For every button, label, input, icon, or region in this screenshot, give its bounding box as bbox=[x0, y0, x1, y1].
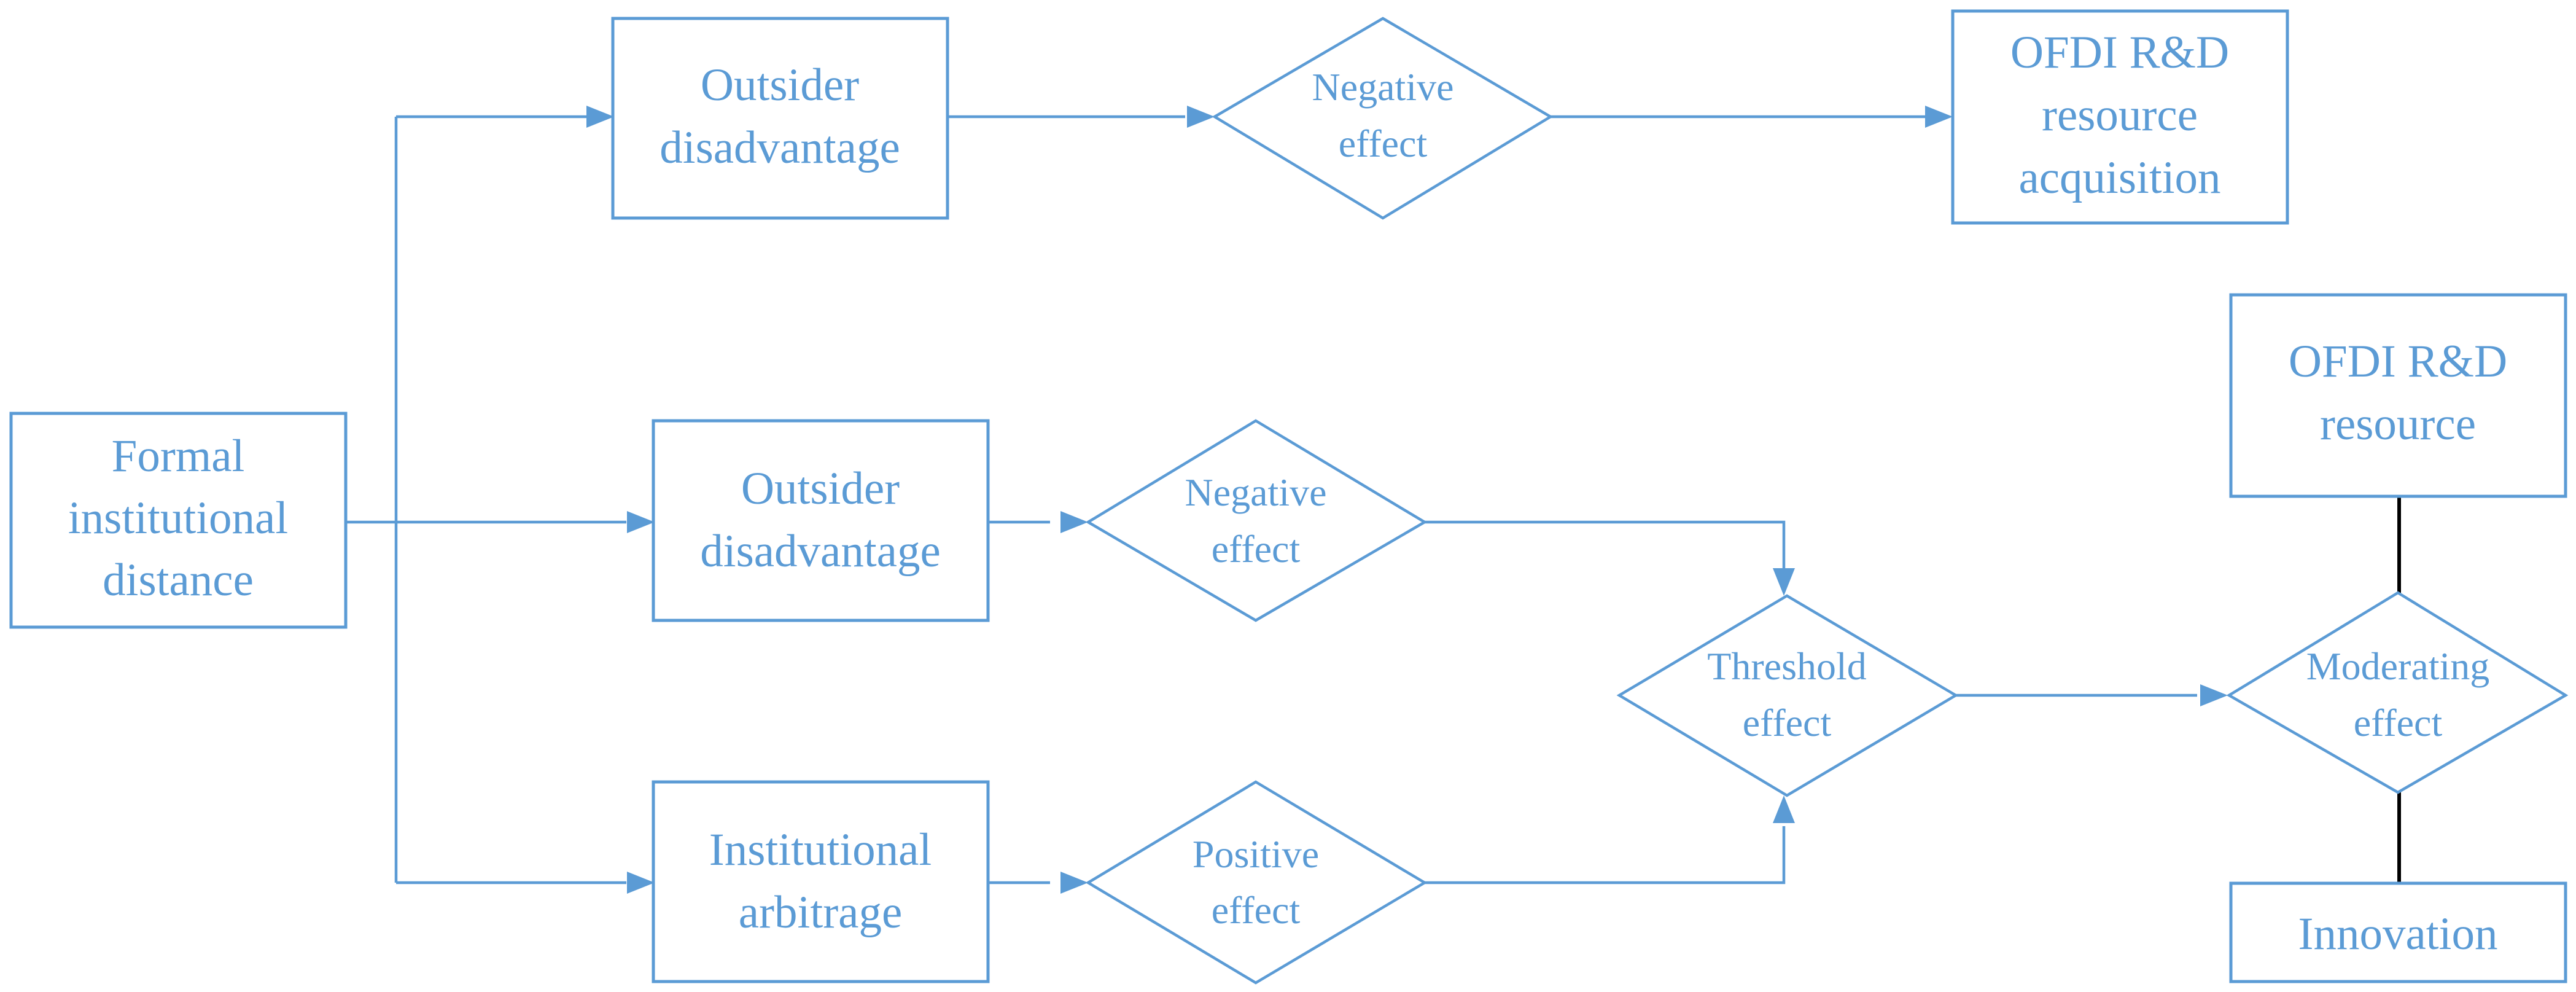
node-label: disadvantage bbox=[660, 122, 900, 173]
connectors bbox=[347, 115, 2401, 885]
arrowheads bbox=[586, 106, 2228, 894]
arrowhead-negative-top bbox=[1187, 106, 1215, 128]
node-label: Formal bbox=[112, 431, 245, 482]
edge-positive-to-threshold bbox=[1425, 826, 1786, 885]
node-institutional-arbitrage: Institutional arbitrage bbox=[652, 780, 990, 983]
arrowhead-outsider-mid bbox=[627, 511, 655, 533]
node-label: OFDI R&D bbox=[2289, 336, 2507, 387]
node-label: OFDI R&D bbox=[2010, 27, 2229, 78]
node-outsider-disadvantage-mid: Outsider disadvantage bbox=[652, 419, 990, 622]
arrowhead-moderating bbox=[2200, 684, 2228, 706]
node-label: Institutional bbox=[709, 824, 932, 875]
node-negative-effect-top: Negative effect bbox=[1212, 17, 1554, 220]
arrowhead-outsider-top bbox=[586, 106, 614, 128]
node-label: acquisition bbox=[2018, 152, 2220, 203]
node-label: Threshold bbox=[1707, 644, 1867, 688]
node-label: disadvantage bbox=[700, 526, 941, 577]
node-outsider-disadvantage-top: Outsider disadvantage bbox=[611, 17, 949, 220]
node-label: Negative bbox=[1185, 471, 1327, 514]
node-label: effect bbox=[1339, 122, 1428, 165]
node-formal-institutional-distance: Formal institutional distance bbox=[9, 412, 348, 629]
arrowhead-positive bbox=[1060, 872, 1088, 894]
node-label: distance bbox=[103, 555, 254, 606]
node-label: Positive bbox=[1193, 832, 1319, 876]
node-label: effect bbox=[2354, 701, 2443, 744]
node-label: Innovation bbox=[2298, 908, 2498, 959]
arrowhead-acquisition bbox=[1925, 106, 1953, 128]
node-label: resource bbox=[2042, 90, 2198, 141]
node-innovation: Innovation bbox=[2229, 881, 2567, 983]
arrowhead-negative-mid bbox=[1060, 511, 1088, 533]
node-label: Outsider bbox=[701, 60, 859, 111]
node-label: resource bbox=[2320, 399, 2476, 450]
node-negative-effect-mid: Negative effect bbox=[1085, 419, 1428, 622]
arrowhead-institutional-arbitrage bbox=[627, 872, 655, 894]
node-label: effect bbox=[1212, 527, 1301, 571]
node-ofdi-rd-resource: OFDI R&D resource bbox=[2229, 293, 2567, 498]
node-ofdi-rd-resource-acquisition: OFDI R&D resource acquisition bbox=[1951, 9, 2289, 225]
node-label: Negative bbox=[1312, 65, 1454, 109]
node-label: institutional bbox=[68, 493, 288, 544]
node-label: Outsider bbox=[741, 463, 900, 514]
edge-negative-mid-to-threshold bbox=[1425, 520, 1786, 571]
node-label: Moderating bbox=[2306, 644, 2490, 688]
node-threshold-effect: Threshold effect bbox=[1616, 594, 1959, 797]
node-moderating-effect: Moderating effect bbox=[2226, 591, 2569, 794]
node-label: effect bbox=[1212, 888, 1301, 932]
node-positive-effect: Positive effect bbox=[1085, 780, 1428, 985]
arrowhead-threshold-bottom bbox=[1773, 795, 1795, 823]
node-label: effect bbox=[1743, 701, 1832, 744]
node-label: arbitrage bbox=[739, 887, 903, 938]
arrowhead-threshold-top bbox=[1773, 568, 1795, 596]
